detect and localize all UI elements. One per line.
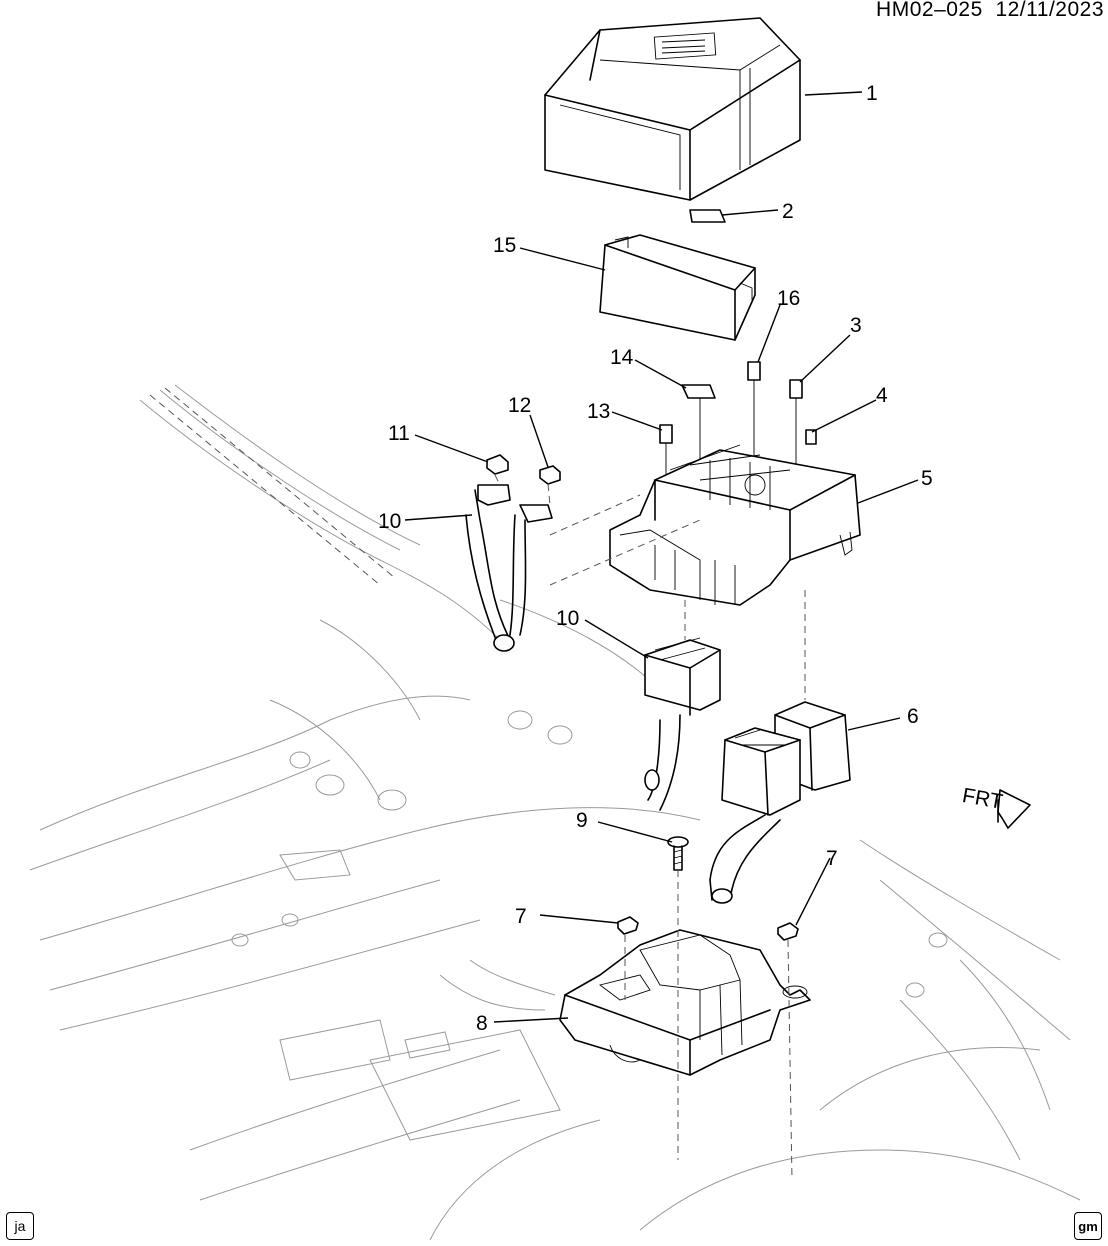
callout-1: 1 bbox=[866, 82, 878, 105]
assembly-lines bbox=[494, 474, 806, 1181]
part-7-nut-right bbox=[777, 922, 799, 941]
part-16-fuse bbox=[747, 361, 761, 460]
part-2-label bbox=[689, 209, 726, 223]
part-3-fuse bbox=[789, 379, 803, 470]
callout-12: 12 bbox=[508, 394, 531, 417]
direction-label: FRT bbox=[961, 784, 1005, 814]
part-12-nut bbox=[539, 465, 561, 485]
callout-11: 11 bbox=[388, 422, 410, 445]
callout-labels: 1 2 3 4 5 6 7 7 8 9 10 10 11 12 13 14 15… bbox=[378, 82, 933, 1035]
part-5-fuse-block bbox=[609, 444, 861, 606]
callout-15: 15 bbox=[493, 234, 516, 257]
callout-13: 13 bbox=[587, 400, 610, 423]
callout-9: 9 bbox=[576, 809, 588, 832]
callout-3: 3 bbox=[850, 314, 862, 337]
callout-8: 8 bbox=[476, 1012, 488, 1035]
front-direction-indicator: FRT bbox=[961, 784, 1031, 829]
part-8-bracket bbox=[559, 929, 811, 1076]
callout-7-right: 7 bbox=[826, 847, 838, 870]
part-7-nut-left bbox=[617, 916, 639, 935]
leader-lines bbox=[404, 91, 919, 1023]
part-14-fuse bbox=[681, 384, 716, 470]
drawing-header: HM02–025 12/11/2023 bbox=[876, 0, 1104, 22]
callout-16: 16 bbox=[777, 287, 800, 310]
part-4-fuse bbox=[805, 429, 817, 445]
drawing-date: 12/11/2023 bbox=[995, 0, 1104, 21]
part-10-cable-upper bbox=[465, 484, 553, 652]
part-1-top-cover bbox=[544, 17, 801, 201]
author-badge: ja bbox=[6, 1212, 34, 1240]
gm-logo-badge: gm bbox=[1074, 1212, 1102, 1240]
part-6-connectors bbox=[709, 701, 851, 904]
callout-2: 2 bbox=[782, 200, 794, 223]
part-11-nut bbox=[486, 454, 509, 475]
part-15-small-cover bbox=[599, 234, 756, 341]
callout-6: 6 bbox=[907, 705, 919, 728]
callout-10-lower: 10 bbox=[556, 607, 579, 630]
part-10-connector bbox=[644, 637, 721, 811]
callout-7-left: 7 bbox=[515, 905, 527, 928]
callout-10-upper: 10 bbox=[378, 510, 401, 533]
callout-5: 5 bbox=[921, 467, 933, 490]
callout-4: 4 bbox=[876, 384, 888, 407]
drawing-id: HM02–025 bbox=[876, 0, 983, 21]
vehicle-body-background bbox=[29, 384, 1081, 1241]
part-13-fuse bbox=[659, 424, 673, 478]
part-9-bolt bbox=[667, 836, 689, 871]
callout-14: 14 bbox=[610, 346, 634, 369]
